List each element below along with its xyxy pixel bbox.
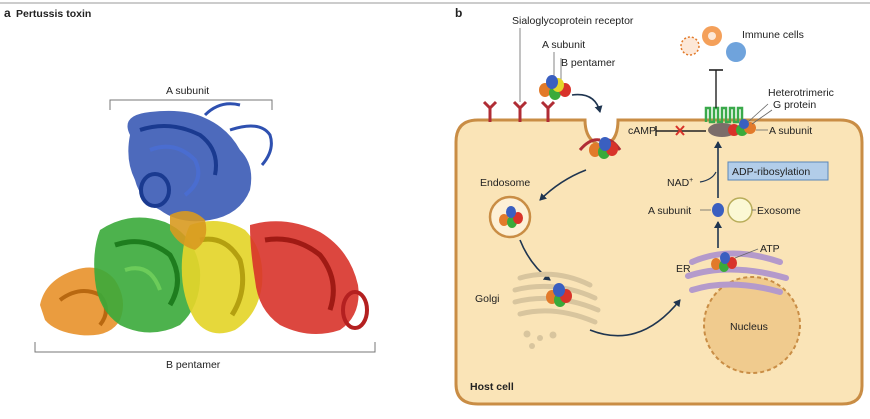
camp-label: cAMP [628, 125, 656, 137]
atp-label: ATP [760, 243, 780, 255]
a-subunit-mid-label: A subunit [648, 205, 691, 217]
immune-cells-icon [680, 26, 746, 62]
arrow-to-membrane [571, 93, 603, 113]
a-subunit-bracket [109, 99, 273, 110]
g-protein-receptor [704, 106, 744, 124]
a-subunit-membrane-label: A subunit [769, 125, 812, 137]
panel-b-letter: b [455, 6, 462, 20]
exosome [727, 197, 753, 223]
protein-b-pentamer [40, 211, 369, 336]
toxin-top [539, 75, 571, 100]
adp-ribosylation-label: ADP-ribosylation [732, 166, 810, 178]
panel-a-title: Pertussis toxin [16, 8, 91, 20]
exosome-label: Exosome [757, 205, 801, 217]
g-protein-alpha [708, 123, 736, 137]
panel-a: a Pertussis toxin A subunit [4, 6, 376, 371]
nad-superscript: + [689, 177, 693, 184]
b-pentamer-bracket [34, 342, 376, 353]
g-protein-label-line2: G protein [773, 99, 816, 111]
endosome-label: Endosome [480, 177, 530, 189]
b-pentamer-top-label: B pentamer [561, 57, 616, 69]
g-protein-label-line1: Heterotrimeric [768, 87, 834, 99]
sialoglycoprotein-receptors [482, 100, 556, 122]
nucleus [703, 276, 801, 374]
immune-cells-label: Immune cells [742, 29, 804, 41]
receptor-label: Sialoglycoprotein receptor [512, 15, 634, 27]
a-subunit-label: A subunit [166, 85, 209, 97]
nucleus-label: Nucleus [730, 321, 768, 333]
panel-b: b Sialoglycoprotein receptor A subunit B… [454, 6, 864, 406]
endoplasmic-reticulum [685, 250, 789, 295]
adp-ribosylation-box [727, 161, 829, 181]
a-subunit-mid [712, 203, 724, 217]
panel-a-letter: a [4, 6, 11, 20]
host-cell-label: Host cell [470, 381, 514, 393]
nad-label: NAD+ [667, 177, 693, 189]
golgi-label: Golgi [475, 293, 500, 305]
protein-a-subunit [127, 102, 273, 222]
invagination-complex [578, 137, 622, 159]
g-protein-toxin [728, 119, 756, 136]
inhibit-cross-icon [675, 125, 685, 136]
a-subunit-top-label: A subunit [542, 39, 585, 51]
b-pentamer-label: B pentamer [166, 359, 221, 371]
er-label: ER [676, 263, 691, 275]
